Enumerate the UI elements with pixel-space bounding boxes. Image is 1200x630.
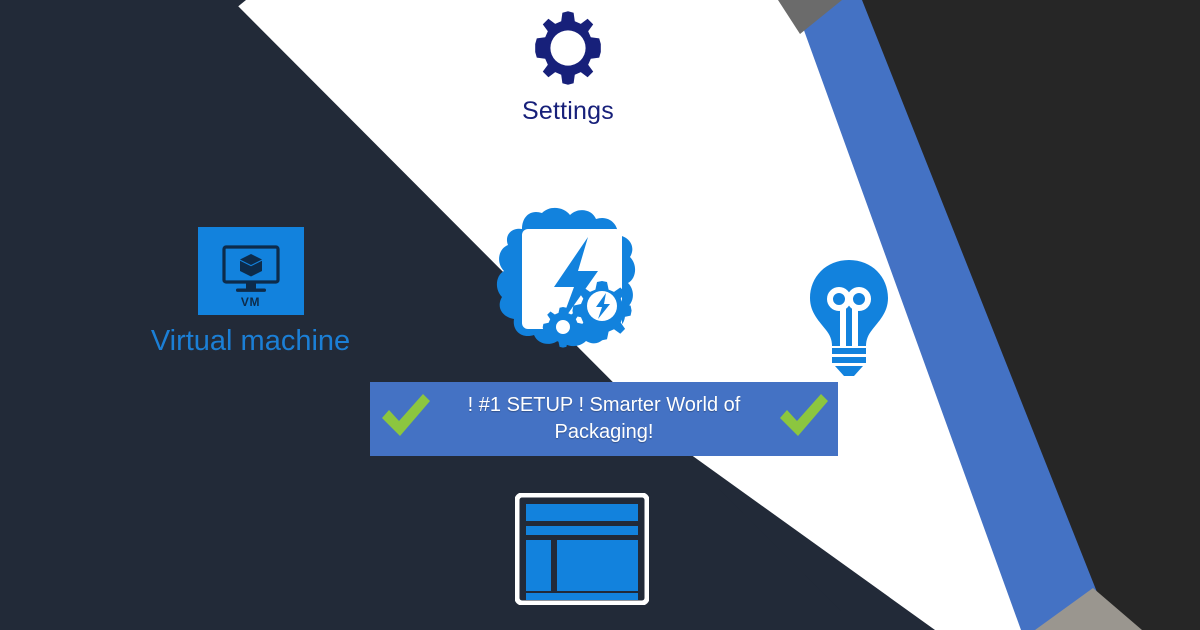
gear-icon: [520, 8, 616, 93]
background-navy-main-band: [0, 0, 860, 630]
node-automation[interactable]: [492, 203, 654, 366]
vm-tile[interactable]: VM: [197, 227, 304, 315]
check-mark-icon: [774, 388, 832, 451]
vm-monitor-icon: [221, 245, 280, 292]
check-mark-icon: [376, 388, 434, 451]
node-virtual-machine[interactable]: VM Virtual machine: [143, 227, 358, 356]
background-gray-wedge-bottom: [1040, 585, 1135, 630]
node-idea[interactable]: [808, 258, 890, 381]
background-gray-bottom-wedge-overlay: [1035, 588, 1142, 630]
node-settings[interactable]: Settings: [468, 8, 668, 124]
promo-banner-text: ! #1 SETUP ! Smarter World of Packaging!: [434, 392, 774, 446]
virtual-machine-label: Virtual machine: [150, 325, 351, 357]
vm-tile-text: VM: [240, 295, 261, 309]
lightning-gears-badge-icon: [492, 203, 654, 366]
settings-label: Settings: [522, 97, 614, 125]
background-gray-wedge-top: [786, 0, 836, 36]
node-layout[interactable]: [514, 492, 650, 610]
promo-banner-line2: Packaging!: [554, 421, 654, 443]
promo-banner[interactable]: ! #1 SETUP ! Smarter World of Packaging!: [370, 382, 838, 456]
window-layout-icon: [514, 492, 650, 610]
background-navy-top-left-wedge: [0, 0, 246, 200]
lightbulb-icon: [808, 258, 890, 381]
promo-banner-line1: ! #1 SETUP ! Smarter World of: [467, 394, 741, 416]
background-gray-top-wedge-overlay: [778, 0, 842, 34]
